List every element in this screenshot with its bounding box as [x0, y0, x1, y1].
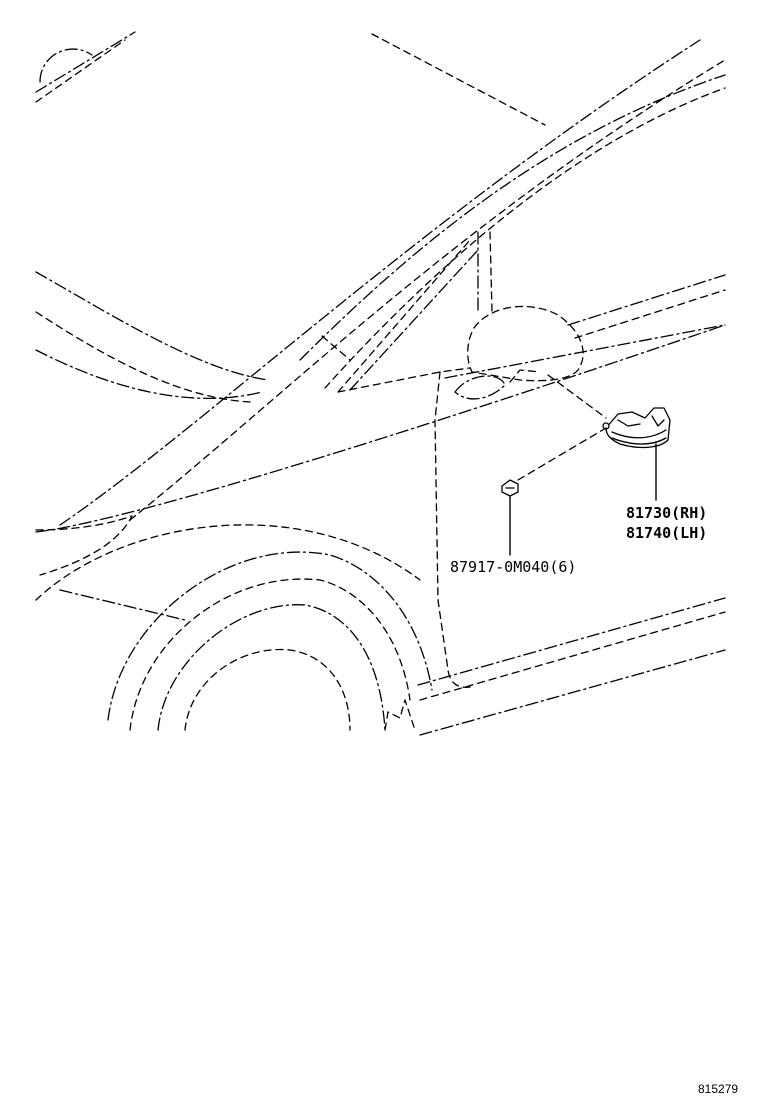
a-pillar — [59, 39, 726, 526]
diagram-id: 815279 — [698, 1082, 738, 1096]
roof-outline — [35, 31, 546, 126]
door-window-frame — [337, 231, 726, 393]
callout-rh-part: 81730(RH) — [626, 504, 707, 522]
door-mirror — [454, 305, 584, 400]
rocker-panel — [417, 597, 726, 736]
callout-screw-part: 87917-0M040(6) — [450, 558, 576, 576]
fender-outline — [35, 324, 726, 621]
wheel-arch — [107, 551, 433, 731]
turn-signal-lamp — [602, 407, 671, 449]
screw — [501, 479, 519, 497]
assembly-guides — [517, 374, 607, 481]
callout-lh-part: 81740(LH) — [626, 524, 707, 542]
door-front-edge — [434, 371, 476, 688]
leader-lines — [509, 443, 657, 556]
hood-outline — [35, 271, 269, 403]
